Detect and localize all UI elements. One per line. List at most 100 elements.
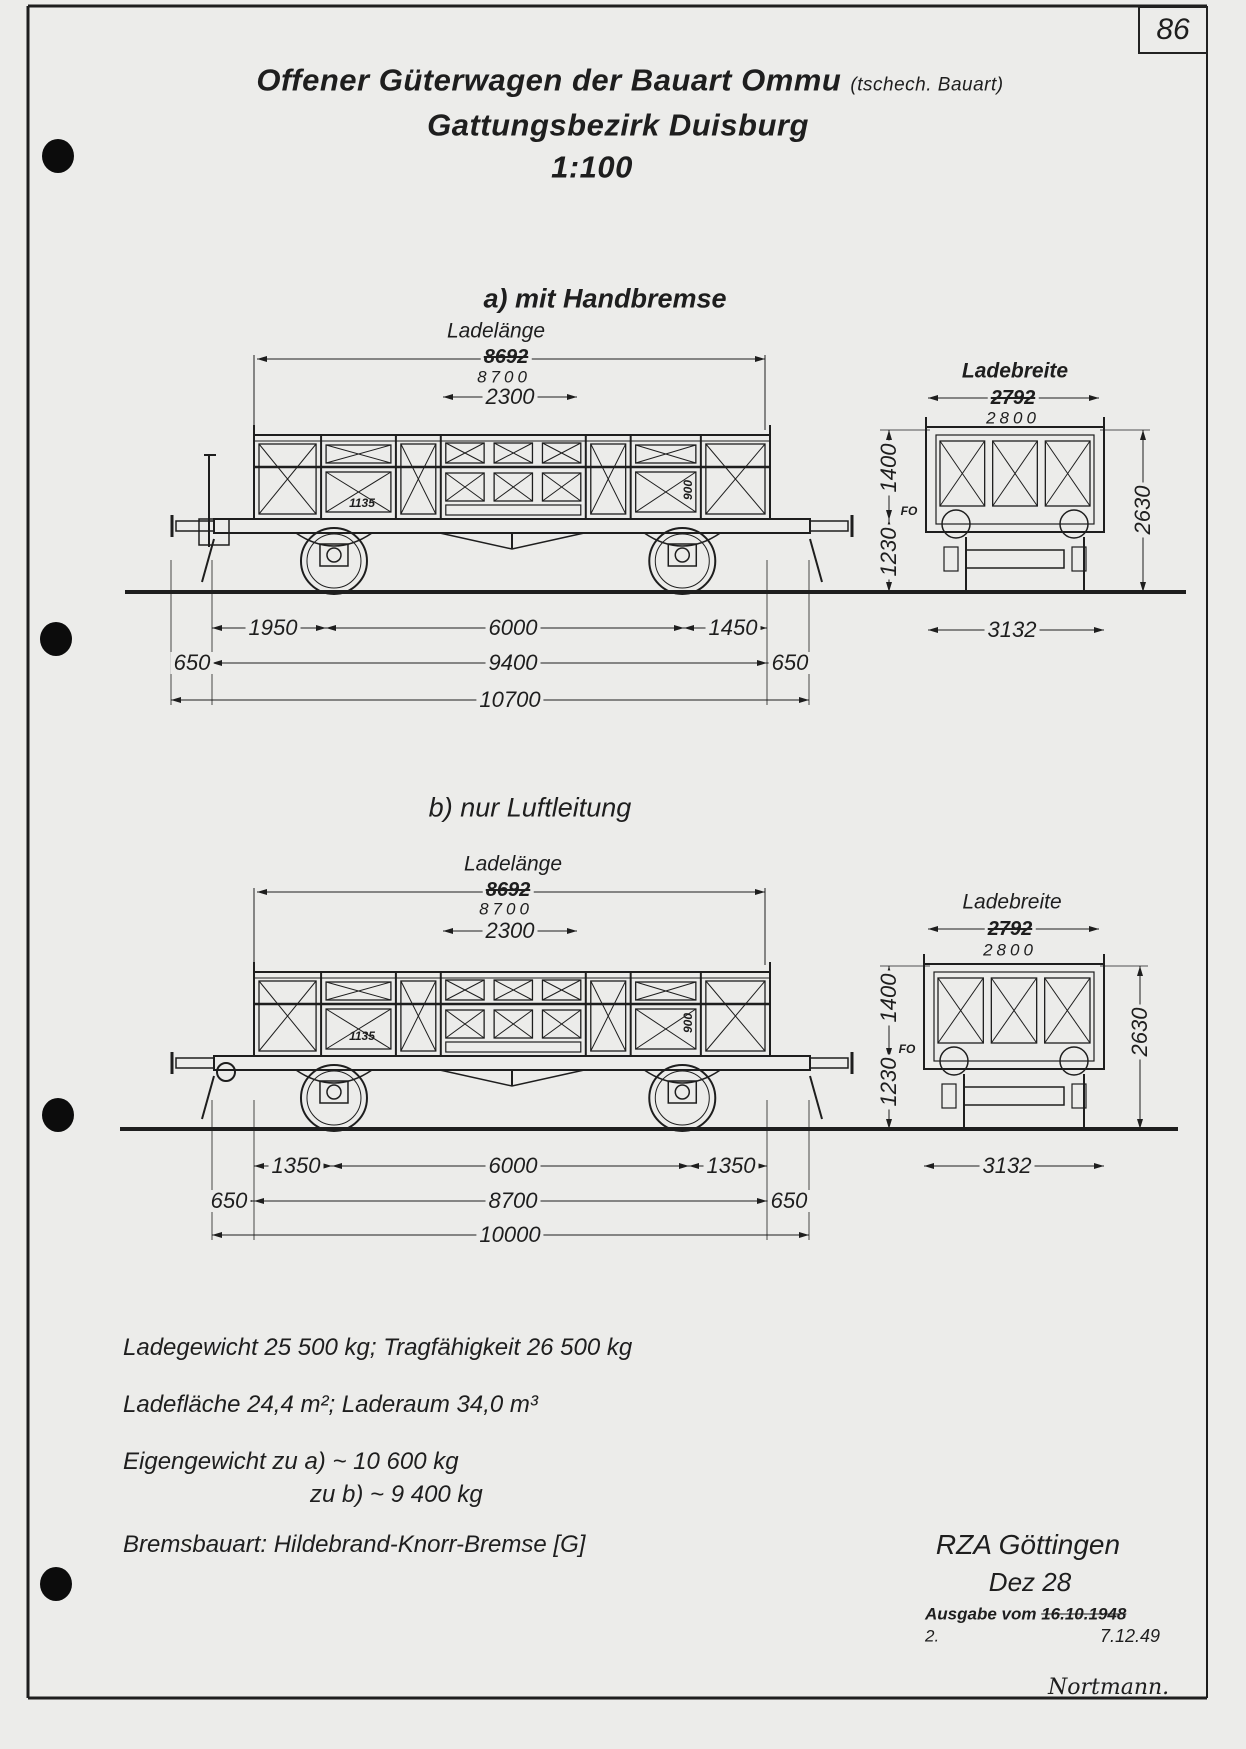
department: Dez 28: [988, 1567, 1072, 1597]
panel-cross: [635, 1008, 697, 1050]
panel: [939, 440, 986, 507]
arrowhead: [924, 1163, 934, 1169]
arrowhead: [1094, 627, 1104, 633]
dim-length-frame: 9400: [485, 652, 541, 674]
arrowhead: [689, 1163, 699, 1169]
arrowhead: [679, 1163, 689, 1169]
axle-box: [667, 1080, 698, 1104]
load-length-new: 8700: [477, 367, 531, 387]
variant-a-heading: a) mit Handbremse: [483, 283, 727, 314]
panel: [493, 1009, 534, 1039]
floor-label: FO: [898, 1042, 916, 1056]
panel-cross: [258, 443, 317, 515]
page-number: 86: [1138, 6, 1208, 54]
edition-new-date: 7.12.49: [1100, 1626, 1161, 1646]
spec-brake: Bremsbauart: Hildebrand-Knorr-Bremse [G]: [123, 1531, 586, 1558]
arrowhead: [757, 1198, 767, 1204]
arrowhead: [567, 928, 577, 934]
edition-prefix: 2.: [925, 1626, 940, 1646]
arrowhead: [1140, 430, 1146, 440]
dim-width: 3132: [979, 1155, 1035, 1177]
axle-box: [319, 1080, 349, 1104]
panel-cross: [705, 980, 766, 1052]
arrowhead: [1094, 1163, 1104, 1169]
variant-b-heading: b) nur Luftleitung: [428, 792, 632, 823]
wheel-rim: [306, 1070, 362, 1126]
arrowhead: [755, 356, 765, 362]
axle-end: [1071, 1083, 1087, 1109]
punch-hole: [40, 1567, 72, 1601]
panel-cross: [590, 443, 627, 515]
end-buffer: [941, 509, 971, 539]
dim-total-height: 2630: [1130, 482, 1155, 538]
panel: [258, 443, 317, 515]
panel: [590, 980, 627, 1052]
buffer-right: [809, 1057, 849, 1069]
arrowhead: [1137, 1119, 1143, 1129]
panel-cross: [939, 440, 986, 507]
leaf-spring: [643, 1069, 721, 1084]
panel-cross: [493, 979, 533, 1001]
load-width-old: 2792: [987, 388, 1039, 408]
dim-buffer-left: 650: [170, 652, 214, 674]
dim-overhang-left: 1950: [245, 617, 301, 639]
panel: [1044, 977, 1091, 1044]
dim-total-height: 2630: [1127, 1004, 1152, 1060]
axle-end: [1071, 546, 1087, 572]
load-width-label: Ladebreite: [961, 359, 1069, 383]
floor-label: FO: [900, 504, 918, 518]
door-width: 2300: [482, 386, 538, 408]
panel-cross: [445, 979, 485, 1001]
load-length-new: 8700: [479, 899, 533, 919]
load-length-label: Ladelänge: [463, 852, 563, 876]
load-length-label: Ladelänge: [446, 319, 546, 343]
arrowhead: [254, 1163, 264, 1169]
dim-floor-height: 1230: [876, 524, 901, 580]
arrowhead: [799, 1232, 809, 1238]
arrowhead: [322, 1163, 332, 1169]
marking-900: 900: [681, 1012, 695, 1034]
axle: [674, 1084, 691, 1100]
end-buffer: [939, 1046, 969, 1076]
panel-cross: [400, 443, 437, 515]
axle: [965, 549, 1065, 569]
panel: [635, 1008, 697, 1050]
arrowhead: [757, 660, 767, 666]
title-line1: Offener Güterwagen der Bauart Ommu (tsch…: [256, 62, 1004, 98]
panel: [990, 977, 1038, 1044]
panel: [705, 980, 766, 1052]
panel-cross: [400, 980, 437, 1052]
wheel: [299, 527, 368, 595]
dim-length-buffers: 10000: [476, 1224, 544, 1246]
panel: [325, 1008, 392, 1050]
panel-cross: [325, 981, 392, 1001]
arrowhead: [674, 625, 684, 631]
arrowhead: [171, 697, 181, 703]
panel-cross: [493, 442, 533, 464]
air-hose-coupling: [216, 1062, 236, 1082]
marking-1135: 1135: [349, 1029, 375, 1043]
panel-cross: [990, 977, 1038, 1044]
axle: [326, 547, 342, 563]
panel-cross: [937, 977, 984, 1044]
load-width-new: 2800: [983, 940, 1037, 960]
panel: [541, 1009, 582, 1039]
panel: [445, 1009, 485, 1039]
dim-width: 3132: [984, 619, 1040, 641]
arrowhead: [886, 582, 892, 592]
arrowhead: [332, 1163, 342, 1169]
spec-load-weight: Ladegewicht 25 500 kg; Tragfähigkeit 26 …: [123, 1334, 633, 1361]
dim-buffer-left: 650: [207, 1190, 251, 1212]
panel-cross: [542, 442, 582, 464]
signature: Nortmann.: [1048, 1675, 1170, 1700]
arrowhead: [257, 356, 267, 362]
end-buffer: [1059, 1046, 1089, 1076]
spec-tare-a: Eigengewicht zu a) ~ 10 600 kg: [123, 1448, 459, 1475]
arrowhead: [254, 1198, 264, 1204]
arrowhead: [928, 926, 938, 932]
panel: [400, 443, 437, 515]
panel-cross: [992, 440, 1038, 507]
load-width-new: 2800: [986, 408, 1040, 428]
panel-cross: [325, 471, 392, 513]
